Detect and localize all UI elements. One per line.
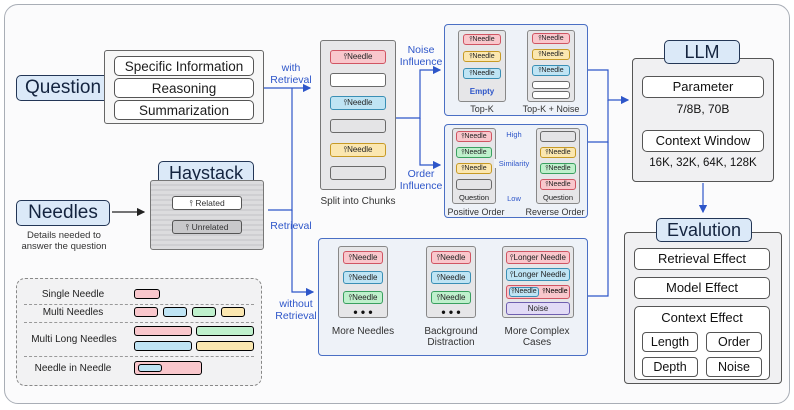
legend-nin-label: Needle in Needle (34, 363, 112, 374)
legend-multi-label: Multi Needles (42, 307, 104, 318)
topk-noise-needle-yellow: ⫯Needle (532, 49, 570, 60)
legend-divider (24, 322, 254, 323)
context-length: Length (642, 332, 698, 352)
outer-needle-label: ⫯Needle (542, 288, 568, 295)
bg-needle-green: ⫯Needle (431, 291, 471, 304)
legend-long-blue (134, 341, 192, 351)
chunk-plain (330, 166, 386, 180)
similarity-high: High (506, 130, 522, 139)
topk-label: Top-K (470, 104, 494, 114)
chunk-plain (330, 73, 386, 87)
legend-multi-bar-red (134, 307, 158, 317)
rev-needle-green: ⫯Needle (540, 163, 576, 174)
more-needles-dots: • • • (353, 305, 373, 319)
needle-icon: ⫯ (185, 222, 192, 232)
pos-needle-yellow: ⫯Needle (456, 163, 492, 174)
similarity-label: Similarity (494, 159, 534, 168)
evaluation-title: Evalution (656, 218, 752, 242)
legend-long-yellow (196, 341, 254, 351)
legend-multi-bar-yellow (221, 307, 245, 317)
topk-noise-label: Top-K + Noise (522, 104, 580, 114)
rev-question-label: Question (542, 193, 574, 202)
reverse-order-label: Reverse Order (525, 207, 585, 217)
longer-needle-red: ⫯Longer Needle (506, 251, 570, 264)
split-chunks-label: Split into Chunks (320, 196, 396, 207)
question-option-reasoning: Reasoning (114, 78, 254, 98)
topk-noise-chunk (532, 81, 570, 89)
topk-noise-needle-red: ⫯Needle (532, 33, 570, 44)
pos-needle-red: ⫯Needle (456, 131, 492, 142)
inner-needle-blue: ⫯Needle (509, 287, 539, 297)
legend-nin-inner (138, 364, 162, 372)
legend-divider (24, 356, 254, 357)
pos-needle-green: ⫯Needle (456, 147, 492, 158)
chunk-needle-blue: ⫯Needle (330, 96, 386, 110)
retrieval-effect: Retrieval Effect (634, 248, 770, 270)
context-noise: Noise (706, 357, 762, 377)
topk-needle-yellow: ⫯Needle (463, 51, 501, 62)
legend-multi-bar-green (192, 307, 216, 317)
chunk-needle-red: ⫯Needle (330, 50, 386, 64)
similarity-low: Low (507, 194, 521, 203)
question-title: Question (16, 75, 110, 101)
topk-needle-red: ⫯Needle (463, 34, 501, 45)
noise-chunk: Noise (506, 302, 570, 315)
topk-noise-chunk (532, 91, 570, 99)
pos-question-label: Question (458, 193, 490, 202)
topk-needle-blue: ⫯Needle (463, 68, 501, 79)
rev-needle-yellow: ⫯Needle (540, 147, 576, 158)
legend-multi-bar-blue (163, 307, 187, 317)
bg-dots: • • • (441, 305, 461, 319)
model-effect: Model Effect (634, 277, 770, 299)
legend-long-red (134, 326, 192, 336)
haystack-box (150, 180, 264, 250)
legend-long-green (196, 326, 254, 336)
haystack-related-chunk: ⫯ Related (172, 196, 242, 210)
llm-context-window: Context Window (642, 130, 764, 152)
more-needle-red: ⫯Needle (343, 251, 383, 264)
longer-needle-blue: ⫯Longer Needle (506, 268, 570, 281)
positive-order-label: Positive Order (447, 207, 505, 217)
llm-context-values: 16K, 32K, 64K, 128K (649, 157, 757, 169)
rev-needle-red: ⫯Needle (540, 179, 576, 190)
bg-needle-red: ⫯Needle (431, 251, 471, 264)
legend-divider (24, 304, 254, 305)
legend-single-bar (134, 289, 160, 299)
more-needle-green: ⫯Needle (343, 291, 383, 304)
rev-chunk (540, 131, 576, 142)
topk-noise-needle-blue: ⫯Needle (532, 65, 570, 76)
llm-parameter: Parameter (642, 76, 764, 98)
haystack-unrelated-chunk: ⫯ Unrelated (172, 220, 242, 234)
legend-single-label: Single Needle (41, 289, 105, 300)
context-depth: Depth (642, 357, 698, 377)
split-chunks-box (320, 40, 396, 190)
question-option-summarization: Summarization (114, 100, 254, 120)
question-option-specific: Specific Information (114, 56, 254, 76)
topk-empty-label: Empty (469, 87, 495, 96)
context-effect-title: Context Effect (661, 310, 743, 325)
llm-param-values: 7/8B, 70B (676, 102, 730, 116)
context-order: Order (706, 332, 762, 352)
pos-chunk (456, 179, 492, 190)
needle-icon: ⫯ (189, 198, 196, 208)
retrieval-label: Retrieval (270, 220, 312, 232)
needles-title: Needles (16, 200, 110, 226)
llm-title: LLM (664, 40, 740, 64)
bg-needle-blue: ⫯Needle (431, 271, 471, 284)
chunk-plain (330, 119, 386, 133)
legend-multi-long-label: Multi Long Needles (31, 334, 117, 345)
more-needles-label: More Needles (331, 326, 395, 337)
chunk-needle-yellow: ⫯Needle (330, 143, 386, 157)
more-needle-blue: ⫯Needle (343, 271, 383, 284)
